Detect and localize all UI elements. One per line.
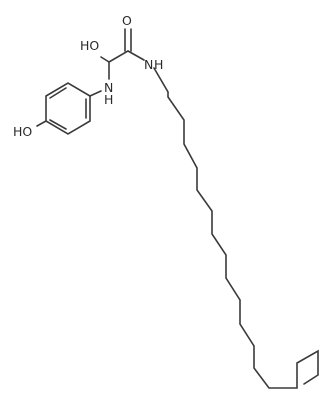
ring-double-2 — [49, 119, 67, 130]
bond-n-ring — [89, 90, 102, 97]
alkyl-chain — [153, 67, 319, 389]
bond-c1-c2 — [108, 50, 129, 63]
ring-double-3 — [49, 87, 67, 99]
phenol-hydroxyl-label: HO — [13, 124, 32, 139]
carbonyl-oxygen-label: O — [122, 13, 132, 28]
phenol-ring — [36, 82, 102, 135]
ring-outline — [45, 82, 91, 135]
amide-nitrogen-right-label: N — [144, 57, 153, 72]
hydroxyl-label-top: HO — [80, 38, 99, 53]
amide-nitrogen-left-label: N — [104, 80, 113, 95]
chain-bonds — [153, 67, 319, 389]
bond-c1-ho — [100, 56, 110, 63]
amide-hydrogen-left-label: H — [104, 92, 113, 107]
bond-ring-oh — [36, 120, 47, 127]
bond-c2-n-right — [127, 50, 145, 61]
amide-hydrogen-right-label: H — [154, 57, 163, 72]
oxalamide-core — [100, 28, 145, 80]
